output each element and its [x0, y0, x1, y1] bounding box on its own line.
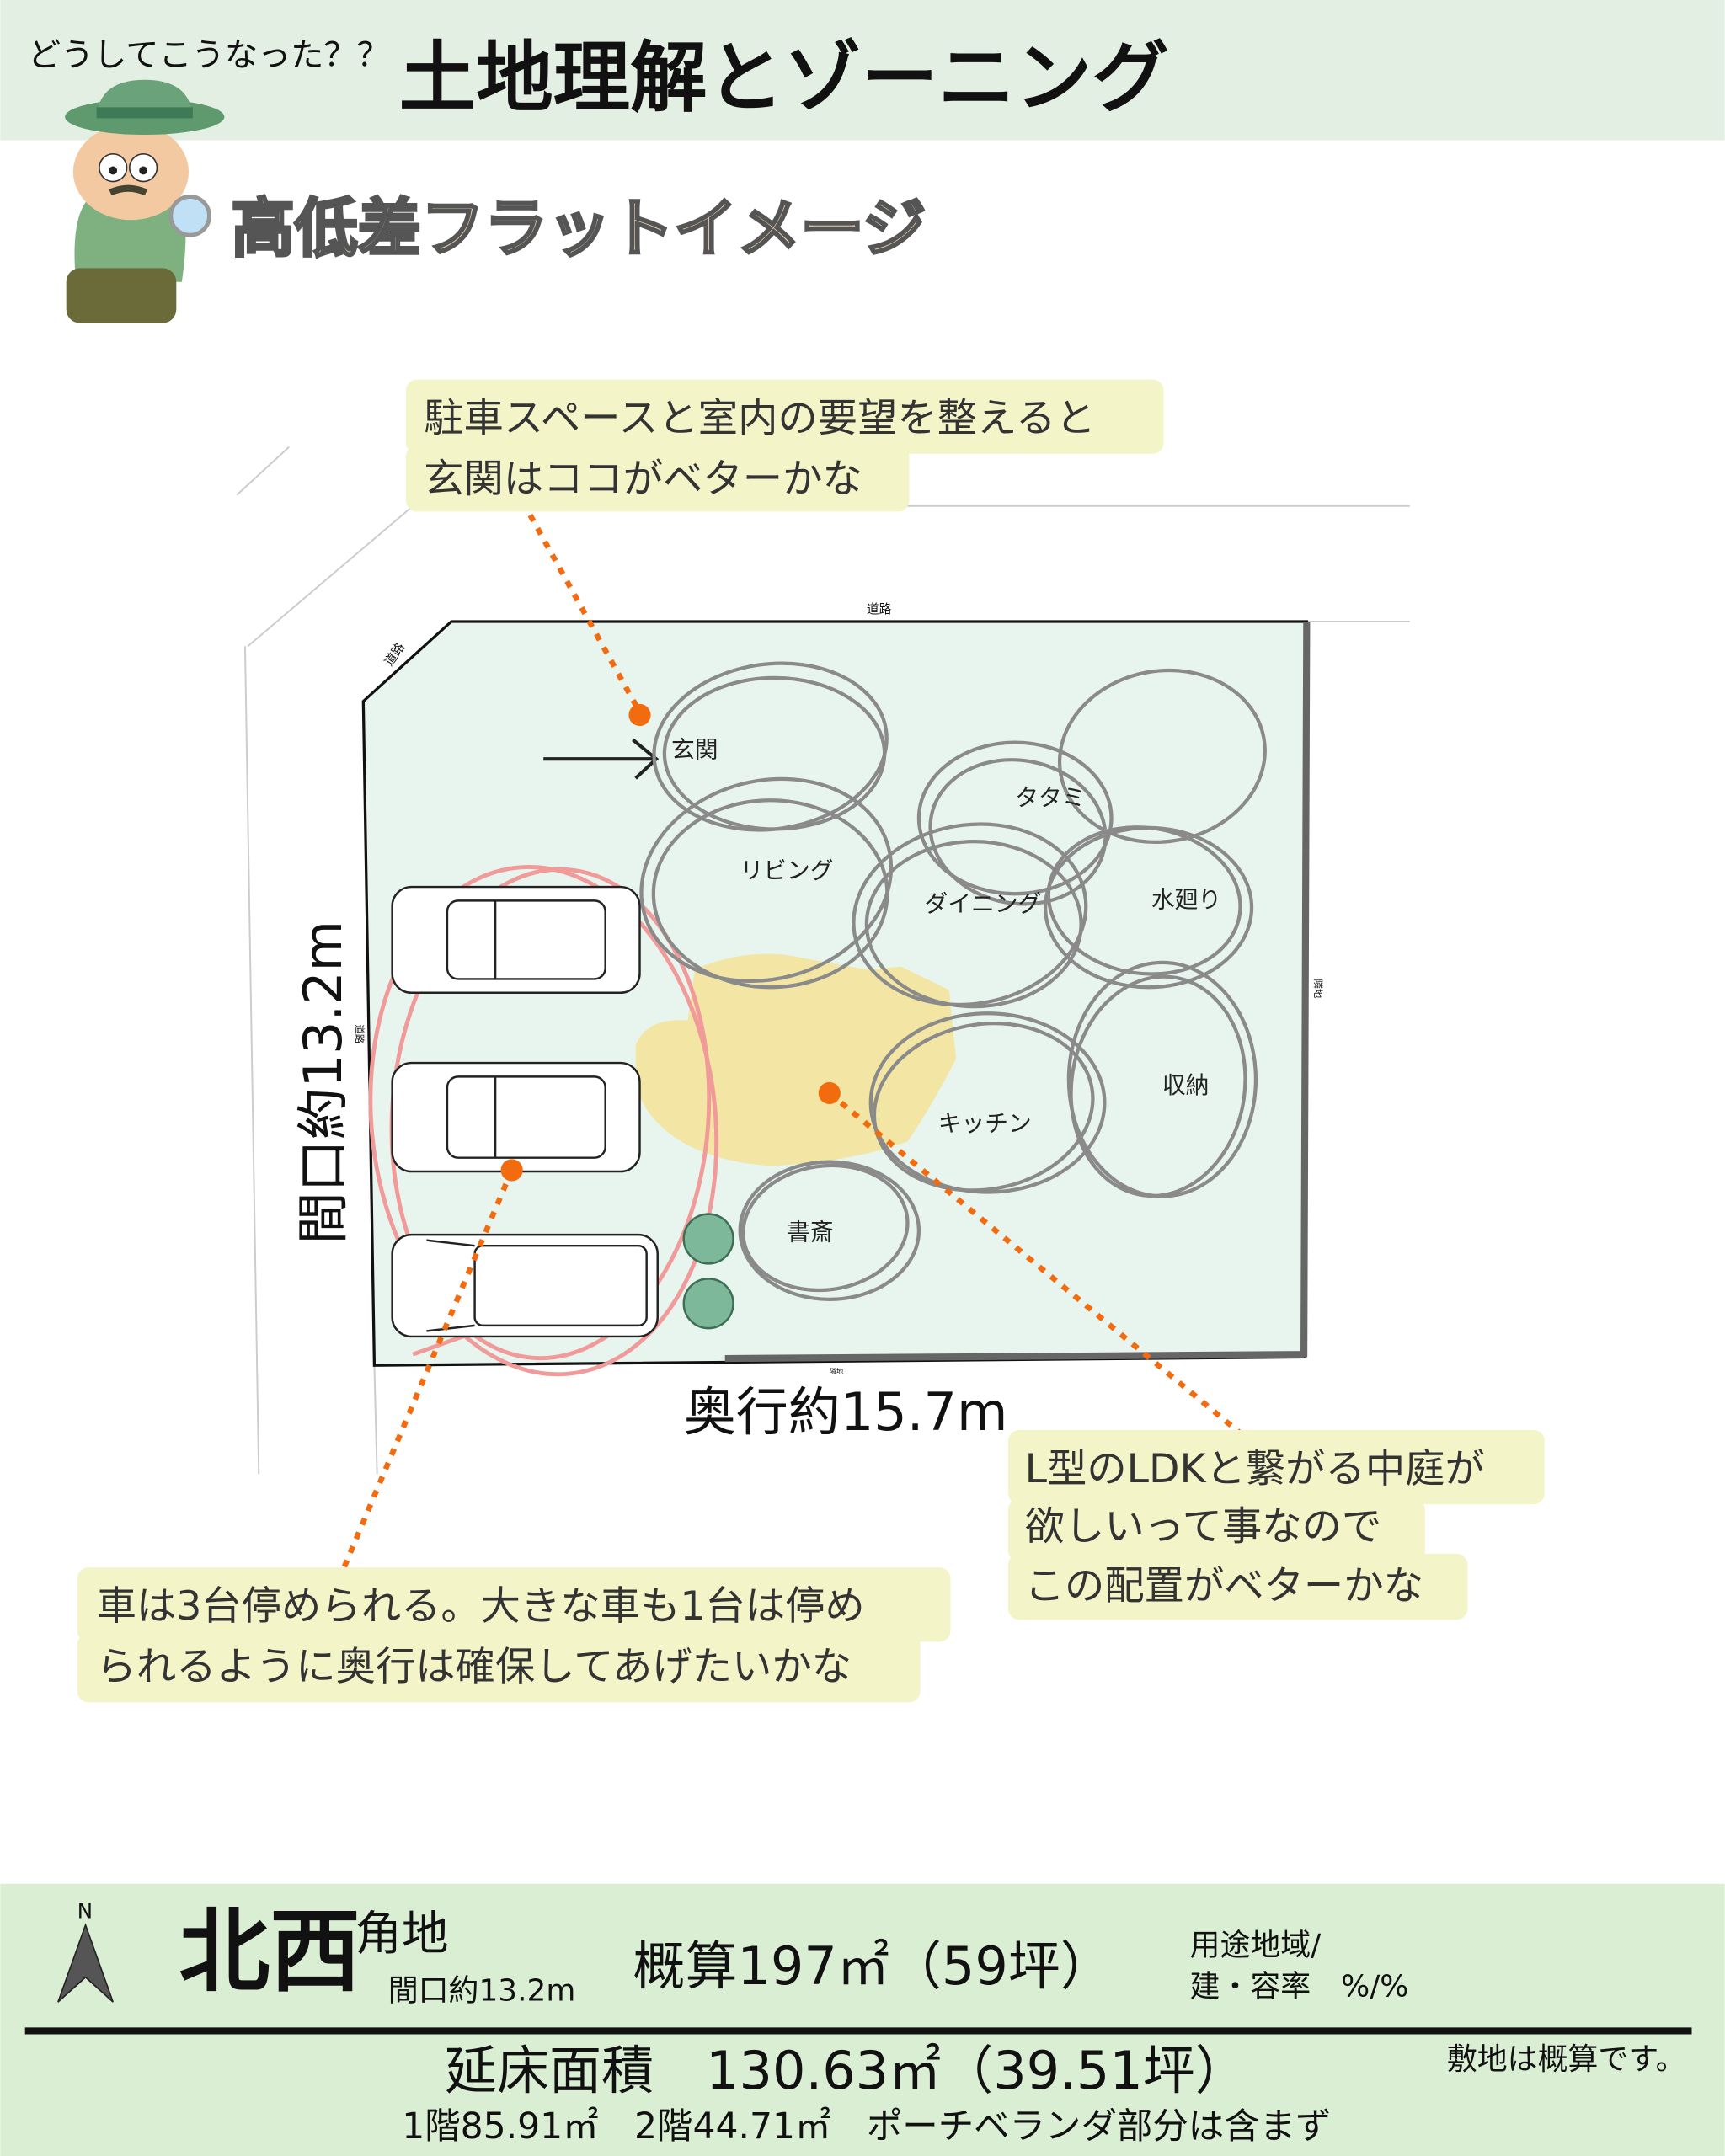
floor-breakdown: 1階85.91㎡ 2階44.71㎡ ポーチベランダ部分は含まず: [402, 2106, 1331, 2148]
road-label-left: 道路: [354, 1024, 366, 1043]
neighbor-label-right: 隣地: [1312, 979, 1324, 998]
room-label-living: リビング: [740, 857, 834, 884]
room-label-kitchen: キッチン: [938, 1110, 1032, 1138]
page-title: 土地理解とゾーニング: [399, 33, 1169, 123]
callout-parking: 車は3台停められる。大きな車も1台は停め られるように奥行は確保してあげたいかな: [77, 1567, 951, 1703]
callout-courtyard-line-2: 欲しいって事なので: [1025, 1504, 1382, 1550]
room-label-tatami: タタミ: [1015, 784, 1085, 812]
zoning-bubbles: [639, 661, 1267, 1301]
total-floor-area: 延床面積 130.63㎡（39.51坪）: [445, 2040, 1247, 2101]
callout-parking-line-2: られるように奥行は確保してあげたいかな: [97, 1644, 852, 1690]
zoning-line-2: 建・容率 %/%: [1190, 1970, 1409, 2004]
header-band: [0, 0, 1725, 141]
car-2: [391, 1061, 641, 1173]
entrance-arrow-icon: [543, 738, 660, 780]
marker-courtyard: [818, 1081, 841, 1105]
room-label-study: 書斎: [787, 1219, 834, 1246]
direction-label: 北西: [179, 1899, 360, 2004]
car-1: [391, 885, 641, 994]
room-label-entrance: 玄関: [671, 736, 718, 764]
callout-entrance: 駐車スペースと室内の要望を整えると 玄関はココがベターかな: [405, 379, 1164, 512]
marker-entrance: [628, 703, 651, 727]
footer-band: [0, 1883, 1725, 2156]
callout-courtyard: L型のLDKと繋がる中庭が 欲しいって事なので この配置がベターかな: [1008, 1429, 1545, 1620]
room-label-dining: ダイニング: [924, 889, 1041, 917]
leader-entrance: [520, 500, 643, 714]
callout-courtyard-line-1: L型のLDKと繋がる中庭が: [1025, 1446, 1485, 1492]
detective-illustration: [65, 79, 225, 323]
approx-note: 敷地は概算です。: [1447, 2042, 1686, 2077]
header-kicker: どうしてこうなった？？: [28, 36, 390, 74]
corner-lot-label: 角地: [355, 1907, 449, 1961]
callout-parking-line-1: 車は3台停められる。大きな車も1台は停め: [97, 1583, 865, 1630]
callout-courtyard-line-3: この配置がベターかな: [1025, 1563, 1423, 1609]
zoning-line-1: 用途地域/: [1190, 1929, 1322, 1963]
callout-entrance-line-1: 駐車スペースと室内の要望を整えると: [424, 396, 1095, 442]
neighbor-boundary-bottom: [724, 1351, 1305, 1363]
room-label-storage: 収納: [1162, 1071, 1210, 1099]
land-area: 概算197㎡（59坪）: [633, 1935, 1113, 1997]
north-label: N: [77, 1899, 93, 1924]
frontage-dimension: 間口約13.2m: [292, 921, 354, 1245]
neighbor-boundary-right: [1300, 621, 1311, 1358]
page-subtitle: 高低差フラットイメージ: [232, 191, 927, 265]
car-3: [391, 1233, 659, 1338]
callout-entrance-line-2: 玄関はココがベターかな: [424, 456, 862, 502]
tree-icon: [682, 1213, 734, 1265]
frontage-summary: 間口約13.2m: [388, 1974, 576, 2009]
neighbor-label-bottom: 隣地: [830, 1367, 843, 1375]
road-label-top: 道路: [867, 602, 892, 616]
marker-parking: [500, 1159, 523, 1182]
depth-dimension: 奥行約15.7m: [684, 1381, 1008, 1443]
leader-parking: [341, 1169, 515, 1569]
north-arrow-icon: [57, 1923, 114, 2003]
room-label-water: 水廻り: [1151, 886, 1221, 914]
tree-icon: [682, 1278, 734, 1330]
